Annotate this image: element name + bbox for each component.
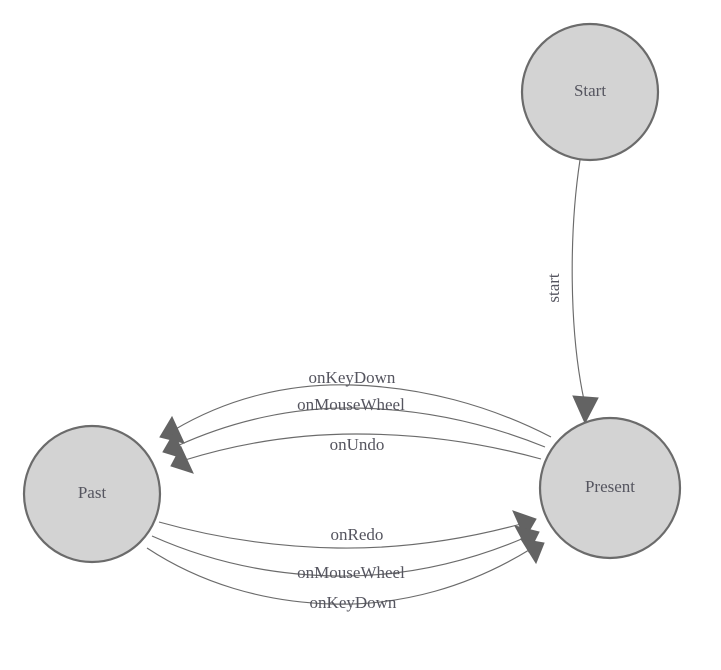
edge-past-to-present-onmousewheel-path	[151, 535, 525, 577]
edge-present-to-past-onkeydown[interactable]: onKeyDown	[159, 368, 552, 444]
node-present-label: Present	[585, 477, 635, 496]
edge-label-past-present-onmousewheel: onMouseWheel	[297, 563, 405, 582]
node-present[interactable]: Present	[538, 416, 682, 560]
edge-present-to-past-onundo[interactable]: onUndo	[170, 433, 542, 474]
edge-past-to-present-onkeydown-path	[146, 547, 530, 605]
edge-past-to-present-onkeydown-arrowhead	[519, 538, 545, 565]
node-start-circle	[520, 22, 660, 162]
edge-past-to-present-onredo-arrowhead	[512, 510, 537, 540]
edge-label-start: start	[544, 273, 563, 303]
edge-past-to-present-onmousewheel[interactable]: onMouseWheel	[151, 525, 540, 582]
edge-present-to-past-onmousewheel-path	[176, 407, 546, 448]
node-present-circle	[538, 416, 682, 560]
edge-past-to-present-onredo-path	[158, 521, 522, 549]
node-past-circle	[22, 424, 162, 564]
edge-past-to-present-onredo[interactable]: onRedo	[158, 510, 537, 549]
edge-label-present-past-onundo: onUndo	[330, 435, 385, 454]
edge-present-to-past-onundo-path	[184, 433, 542, 461]
edge-start-to-present-arrowhead	[572, 395, 599, 425]
node-start[interactable]: Start	[520, 22, 660, 162]
edge-label-present-past-onmousewheel: onMouseWheel	[297, 395, 405, 414]
edge-start-to-present[interactable]: start	[544, 159, 599, 425]
edge-label-past-present-onkeydown: onKeyDown	[310, 593, 397, 612]
node-past-label: Past	[78, 483, 107, 502]
edge-start-to-present-path	[571, 159, 585, 401]
edge-label-past-present-onredo: onRedo	[331, 525, 384, 544]
edge-past-to-present-onkeydown[interactable]: onKeyDown	[146, 538, 545, 612]
edge-present-to-past-onkeydown-path	[173, 384, 552, 438]
node-start-label: Start	[574, 81, 606, 100]
edge-present-to-past-onundo-arrowhead	[170, 445, 194, 474]
edge-label-present-past-onkeydown: onKeyDown	[309, 368, 396, 387]
node-past[interactable]: Past	[22, 424, 162, 564]
